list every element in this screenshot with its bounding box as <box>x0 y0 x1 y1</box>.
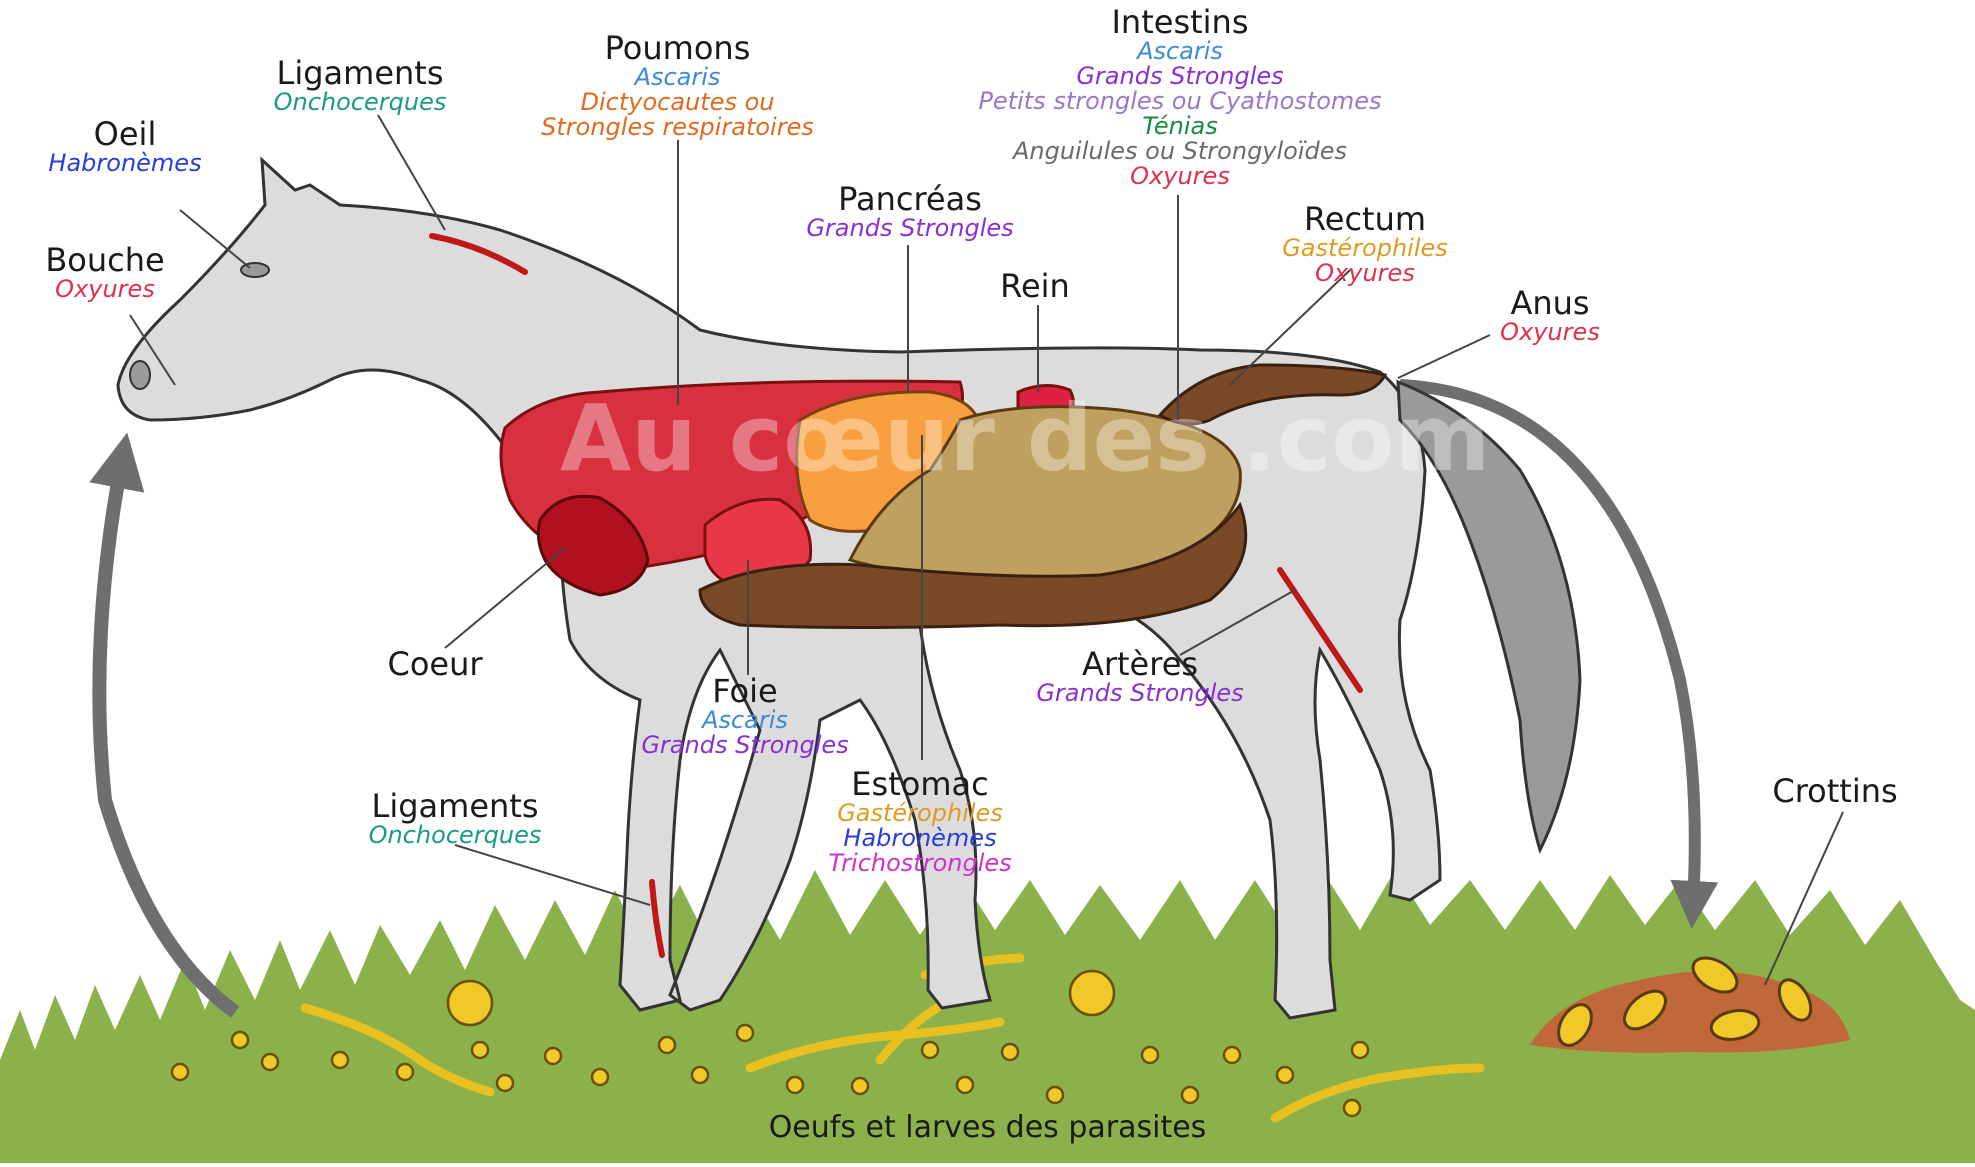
label-rectum-parasite-0: Gastérophiles <box>1250 236 1480 260</box>
label-ligaments-bottom-title: Ligaments <box>350 790 560 822</box>
label-oeil-parasite-0: Habronèmes <box>40 151 210 175</box>
label-oeil-title: Oeil <box>40 118 210 150</box>
label-estomac: Estomac Gastérophiles Habronèmes Trichos… <box>790 768 1050 875</box>
label-poumons-parasite-0: Ascaris <box>520 65 835 89</box>
label-ligaments-top: Ligaments Onchocerques <box>260 57 460 114</box>
label-crottins-title: Crottins <box>1750 775 1920 807</box>
label-anus: Anus Oxyures <box>1480 287 1620 344</box>
label-crottins: Crottins <box>1750 775 1920 807</box>
label-bouche: Bouche Oxyures <box>25 244 185 301</box>
label-foie-parasite-0: Ascaris <box>605 708 885 732</box>
label-estomac-title: Estomac <box>790 768 1050 800</box>
label-oeil: Oeil Habronèmes <box>40 118 210 175</box>
label-estomac-parasite-0: Gastérophiles <box>790 801 1050 825</box>
cycle-arrow-left <box>99 460 235 1012</box>
label-bouche-parasite-0: Oxyures <box>25 277 185 301</box>
label-rectum-parasite-1: Oxyures <box>1250 261 1480 285</box>
horse-nostril <box>130 361 150 389</box>
label-intestins-parasite-0: Ascaris <box>940 39 1420 63</box>
label-coeur: Coeur <box>370 648 500 680</box>
label-intestins-parasite-3: Ténias <box>940 114 1420 138</box>
label-intestins-title: Intestins <box>940 6 1420 38</box>
label-foie-title: Foie <box>605 675 885 707</box>
label-anus-title: Anus <box>1480 287 1620 319</box>
label-anus-parasite-0: Oxyures <box>1480 320 1620 344</box>
label-bouche-title: Bouche <box>25 244 185 276</box>
label-ligaments-bottom-parasite-0: Onchocerques <box>350 823 560 847</box>
label-ligaments-top-parasite-0: Onchocerques <box>260 90 460 114</box>
label-intestins-parasite-4: Anguilules ou Strongyloïdes <box>940 139 1420 163</box>
label-rectum: Rectum Gastérophiles Oxyures <box>1250 203 1480 285</box>
label-estomac-parasite-2: Trichostrongles <box>790 851 1050 875</box>
label-poumons-parasite-2: Strongles respiratoires <box>520 115 835 139</box>
label-pancreas: Pancréas Grands Strongles <box>780 183 1040 240</box>
label-rectum-title: Rectum <box>1250 203 1480 235</box>
label-coeur-title: Coeur <box>370 648 500 680</box>
label-ligaments-bottom: Ligaments Onchocerques <box>350 790 560 847</box>
label-arteres: Artères Grands Strongles <box>1000 648 1280 705</box>
label-arteres-parasite-0: Grands Strongles <box>1000 681 1280 705</box>
label-rein: Rein <box>975 270 1095 302</box>
label-poumons-parasite-1: Dictyocautes ou <box>520 90 835 114</box>
watermark: Au cœur des .com <box>560 385 1490 492</box>
label-intestins-parasite-2: Petits strongles ou Cyathostomes <box>940 89 1420 113</box>
label-poumons-title: Poumons <box>520 32 835 64</box>
label-foie: Foie Ascaris Grands Strongles <box>605 675 885 757</box>
label-intestins: Intestins Ascaris Grands Strongles Petit… <box>940 6 1420 188</box>
label-pancreas-parasite-0: Grands Strongles <box>780 216 1040 240</box>
label-arteres-title: Artères <box>1000 648 1280 680</box>
label-intestins-parasite-1: Grands Strongles <box>940 64 1420 88</box>
label-estomac-parasite-1: Habronèmes <box>790 826 1050 850</box>
label-pancreas-title: Pancréas <box>780 183 1040 215</box>
label-rein-title: Rein <box>975 270 1095 302</box>
label-foie-parasite-1: Grands Strongles <box>605 733 885 757</box>
caption: Oeufs et larves des parasites <box>0 1110 1975 1145</box>
label-poumons: Poumons Ascaris Dictyocautes ou Strongle… <box>520 32 835 139</box>
label-ligaments-top-title: Ligaments <box>260 57 460 89</box>
